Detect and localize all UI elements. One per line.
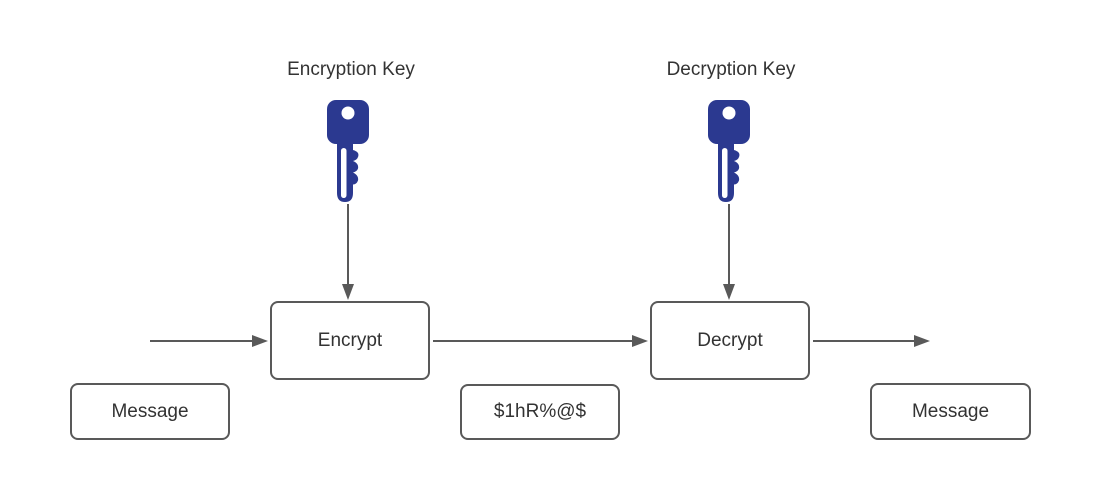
encrypt-node-label: Encrypt <box>317 329 383 351</box>
message-input-label: Message <box>111 400 189 422</box>
ciphertext-label: $1hR%@$ <box>493 401 587 422</box>
encrypt-node: Encrypt <box>270 301 430 380</box>
arrow-encrypt-to-decrypt <box>433 335 648 347</box>
arrow-encryption-key-to-encrypt <box>342 204 354 300</box>
arrow-decrypt-to-message <box>813 335 930 347</box>
decrypt-node-label: Decrypt <box>697 329 763 351</box>
key-icon <box>708 100 750 202</box>
encryption-key-label: Encryption Key <box>287 59 415 80</box>
decryption-key-label: Decryption Key <box>666 59 796 80</box>
ciphertext-node: $1hR%@$ <box>460 384 620 440</box>
message-output-label: Message <box>911 400 990 422</box>
message-output-node: Message <box>870 383 1031 440</box>
decrypt-node: Decrypt <box>650 301 810 380</box>
message-input-node: Message <box>70 383 230 440</box>
key-icon <box>327 100 369 202</box>
arrow-decryption-key-to-decrypt <box>723 204 735 300</box>
arrow-message-to-encrypt <box>150 335 268 347</box>
